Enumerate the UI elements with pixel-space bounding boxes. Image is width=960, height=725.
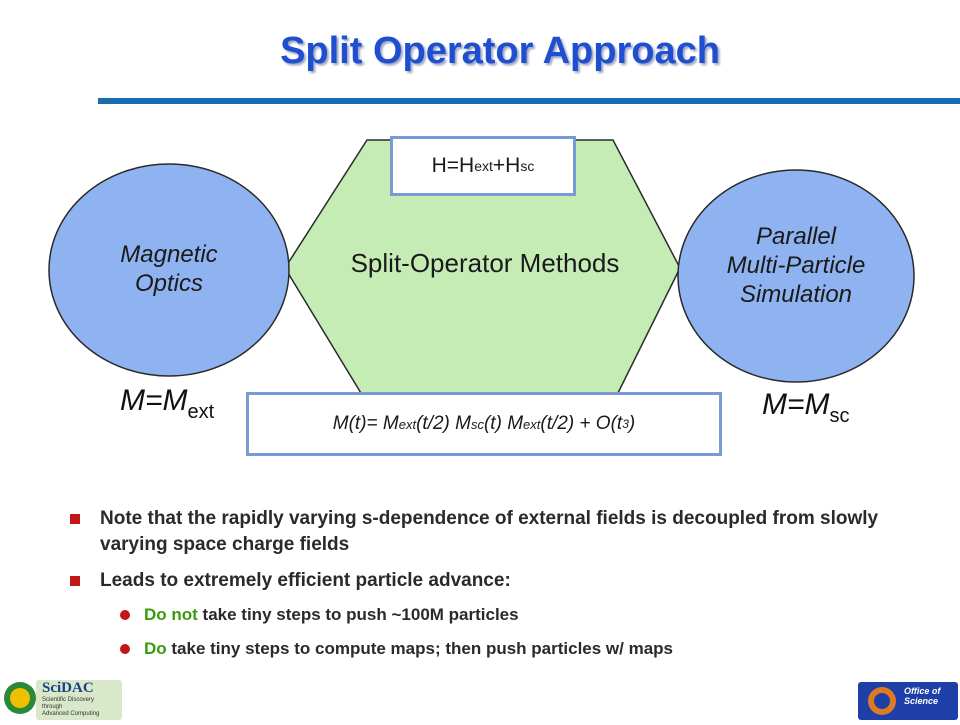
bullet-efficiency: Leads to extremely efficient particle ad… [70,568,940,594]
slide-title: Split Operator Approach [280,30,720,72]
bullet-square-icon [70,514,80,524]
bullet-list: Note that the rapidly varying s-dependen… [70,506,940,672]
sub-bullet-do-not: Do not take tiny steps to push ~100M par… [70,604,940,626]
magnetic-optics-label: Magnetic Optics [120,241,218,297]
scidac-logo: SciDAC Scientific Discovery through Adva… [2,676,124,720]
bullet-decoupling: Note that the rapidly varying s-dependen… [70,506,940,558]
office-of-science-logo: Office of Science [858,682,958,720]
title-rule [98,98,960,104]
bullet-dot-icon [120,610,130,620]
external-map-label: M=Mext [120,384,215,423]
bullet-square-icon [70,576,80,586]
sub-bullet-do: Do take tiny steps to compute maps; then… [70,638,940,660]
parallel-simulation-label: Parallel Multi-Particle Simulation [726,223,866,308]
space-charge-map-label: M=Msc [762,388,850,427]
split-operator-methods-label: Split-Operator Methods [350,248,620,278]
parallel-simulation-ellipse [677,169,915,383]
bullet-dot-icon [120,644,130,654]
magnetic-optics-ellipse [48,163,290,377]
